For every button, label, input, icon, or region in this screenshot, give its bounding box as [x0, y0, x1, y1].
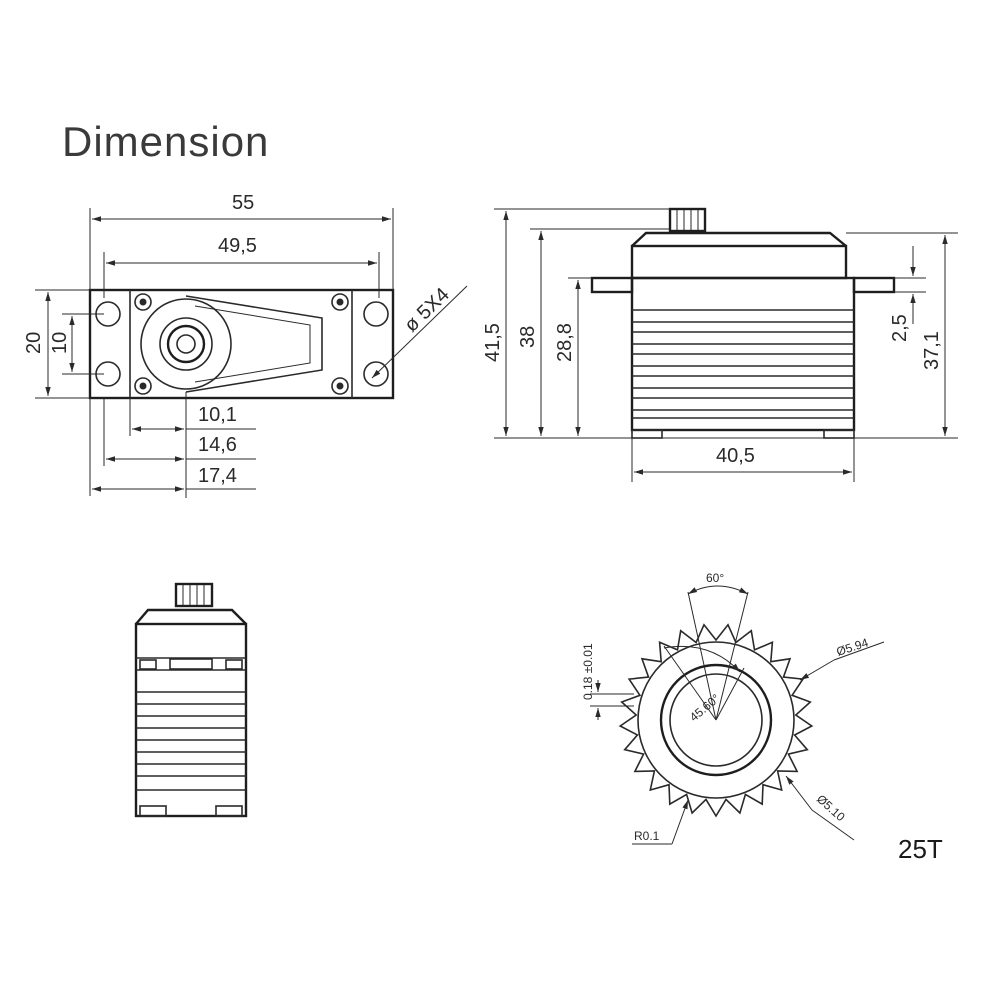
dim-38: 38 — [517, 326, 539, 348]
dim-40-5: 40,5 — [716, 445, 755, 467]
screw-icon — [134, 293, 349, 395]
top-view-outline — [88, 288, 395, 400]
servo-body-front — [134, 622, 248, 818]
side-view: 41,5 38 28,8 2,5 37,1 40,5 — [482, 207, 958, 482]
radius-label: R0.1 — [634, 829, 660, 843]
dim-41-5: 41,5 — [482, 323, 504, 362]
servo-horn-icon — [140, 295, 323, 393]
mount-hole — [363, 361, 389, 387]
front-view — [134, 582, 248, 818]
outer-diameter: Ø5.94 — [835, 635, 871, 659]
output-spline-icon — [668, 207, 707, 233]
dim-37-1: 37,1 — [921, 331, 943, 370]
teeth-count: 25T — [898, 834, 943, 864]
dim-14-6: 14,6 — [198, 434, 237, 456]
root-diameter: Ø5.10 — [814, 792, 848, 824]
dim-2-5: 2,5 — [889, 314, 911, 342]
angle-60: 60° — [706, 571, 724, 585]
mount-hole — [363, 301, 389, 327]
dim-20: 20 — [23, 332, 45, 354]
angle-45-60: 45.60° — [687, 691, 723, 724]
dim-28-8: 28,8 — [554, 323, 576, 362]
tolerance-label: 0.18 ±0.01 — [581, 643, 595, 700]
cooling-fins-icon — [632, 309, 854, 419]
dim-17-4: 17,4 — [198, 465, 237, 487]
dim-55: 55 — [232, 192, 254, 214]
output-spline-icon — [174, 582, 214, 608]
spline-gear-icon — [618, 623, 814, 818]
spline-detail: 60° 45.60° 0.18 ±0.01 Ø5.94 Ø5.10 R0.1 2… — [581, 571, 943, 864]
dim-49-5: 49,5 — [218, 235, 257, 257]
page-title: Dimension — [62, 118, 270, 165]
dim-10: 10 — [49, 332, 71, 354]
hole-label: ø 5X4 — [400, 284, 454, 337]
mount-tab — [590, 276, 634, 294]
top-view: 55 49,5 20 10 ø 5X4 10,1 14,6 17,4 — [23, 192, 468, 498]
dim-10-1: 10,1 — [198, 404, 237, 426]
mount-tab — [852, 276, 896, 294]
